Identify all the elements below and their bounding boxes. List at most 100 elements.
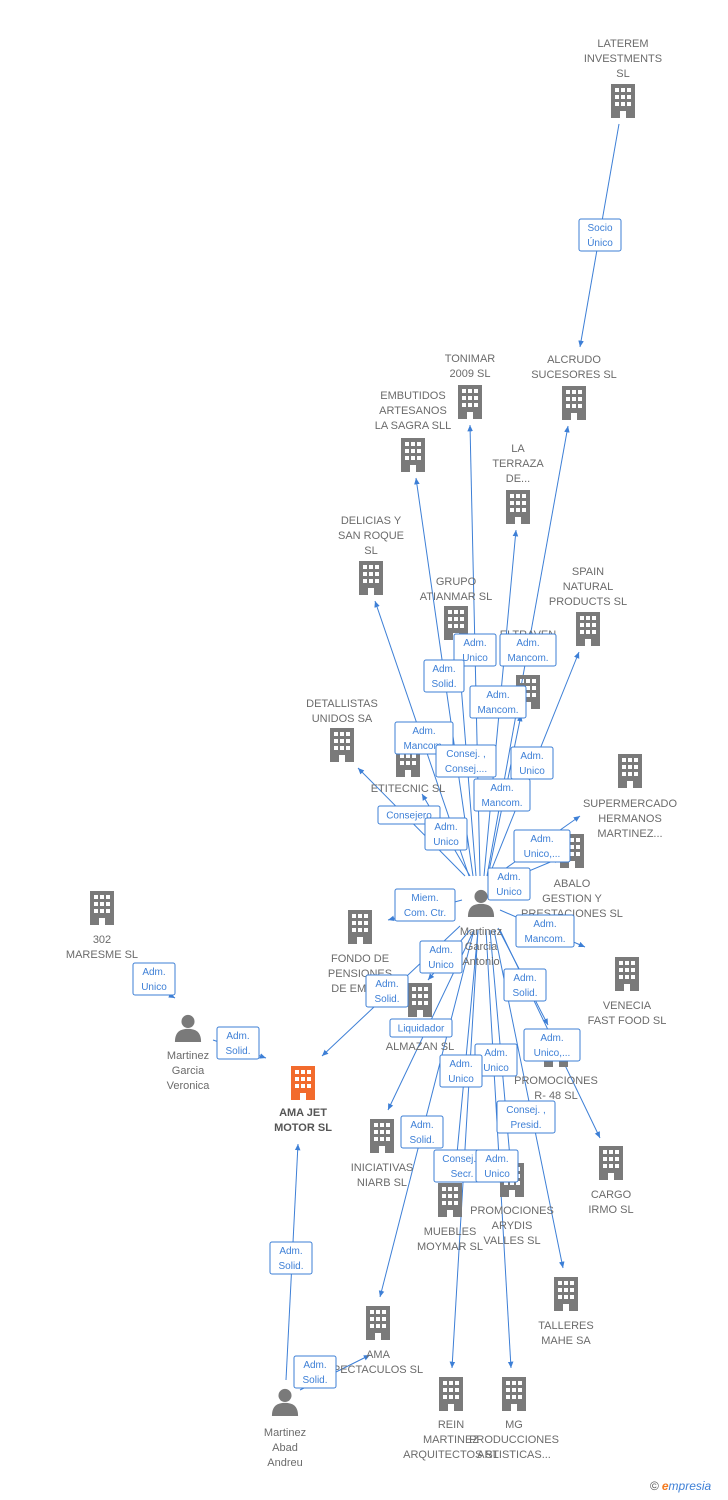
company-icon[interactable]	[366, 1306, 390, 1340]
edge-label-martinezga-detallistas[interactable]: Consejero	[377, 805, 441, 825]
edge-label-box[interactable]	[423, 659, 465, 693]
company-icon[interactable]	[401, 438, 425, 472]
edge-label-box[interactable]	[132, 962, 176, 996]
edge-label-box[interactable]	[293, 1355, 337, 1389]
edge-label-box[interactable]	[394, 888, 456, 922]
node-mg[interactable]: MGPRODUCCIONESARTISTICAS...	[469, 1377, 559, 1461]
company-icon[interactable]	[458, 385, 482, 419]
company-icon[interactable]	[562, 386, 586, 420]
edge-label-martinezga-abalo[interactable]: Adm.Unico	[487, 867, 531, 901]
edge-label-martinezga-eltraven[interactable]: Adm.Mancom.	[473, 778, 531, 812]
company-icon[interactable]	[554, 1277, 578, 1311]
edge-label-martinezga-laterraza[interactable]: Adm.Mancom.	[469, 685, 527, 719]
edge-label-box[interactable]	[216, 1026, 260, 1060]
company-icon[interactable]	[348, 910, 372, 944]
edge-label-martinezga-venecia[interactable]: Adm.Mancom.	[515, 914, 575, 948]
edge-label-martinezga-promr48[interactable]: Adm.Solid.	[503, 968, 547, 1002]
company-icon[interactable]	[408, 983, 432, 1017]
edge-label-box[interactable]	[365, 974, 409, 1008]
edge-label-box[interactable]	[469, 685, 527, 719]
edge-label-box[interactable]	[510, 746, 554, 780]
company-icon[interactable]	[438, 1183, 462, 1217]
person-icon[interactable]	[271, 1388, 299, 1416]
edge-label-box[interactable]	[424, 817, 468, 851]
edge-label-box[interactable]	[439, 1054, 483, 1088]
company-icon[interactable]	[439, 1377, 463, 1411]
edge-label-box[interactable]	[419, 940, 463, 974]
edge-label-box[interactable]	[503, 968, 547, 1002]
edge-label-martinezga-arydis[interactable]: Adm.Unico	[474, 1043, 518, 1077]
company-icon[interactable]	[611, 84, 635, 118]
edge-label-martinezga-cargo[interactable]: Adm.Unico,...	[523, 1028, 581, 1062]
edge-label-box[interactable]	[389, 1018, 453, 1038]
edge-label-martinezga-almazan[interactable]: Adm.Unico	[419, 940, 463, 974]
edge-label-martinezga-iniciativas[interactable]: Liquidador	[389, 1018, 453, 1038]
edge-label-m302-amajet[interactable]: Adm.Unico	[132, 962, 176, 996]
edge-label-box[interactable]	[496, 1100, 556, 1134]
edge-label-veronica-amajet[interactable]: Adm.Solid.	[216, 1026, 260, 1060]
node-supermercado[interactable]: SUPERMERCADOHERMANOSMARTINEZ...	[583, 754, 678, 840]
edge-label-box[interactable]	[453, 633, 497, 667]
edge-label-box[interactable]	[475, 1149, 519, 1183]
edge-label-martinezga-fondo[interactable]: Miem.Com. Ctr.	[394, 888, 456, 922]
edge-label-box[interactable]	[473, 778, 531, 812]
edge-label-box[interactable]	[400, 1115, 444, 1149]
edge-label-martinezga-tonimar[interactable]: Adm.Unico	[453, 633, 497, 667]
edge-label-andreu-ama[interactable]: Adm.Solid.	[293, 1355, 337, 1389]
edge-label-box[interactable]	[269, 1241, 313, 1275]
edge-label-box[interactable]	[513, 829, 571, 863]
node-etitecnic[interactable]: ETITECNIC SL	[371, 743, 446, 795]
edge-label-martinezga-supermercado[interactable]: Adm.Unico,...	[513, 829, 571, 863]
edge-label-martinezga-talleres[interactable]: Consej. ,Presid.	[496, 1100, 556, 1134]
company-icon[interactable]	[506, 490, 530, 524]
edge-label-box[interactable]	[523, 1028, 581, 1062]
edge-label-martinezga-alcrudo[interactable]: Adm.Mancom.	[499, 633, 557, 667]
edge-label-martinezga-embutidos[interactable]: Adm.Solid.	[423, 659, 465, 693]
company-icon[interactable]	[615, 957, 639, 991]
edge-label-martinezga-amajet[interactable]: Adm.Solid.	[365, 974, 409, 1008]
person-icon[interactable]	[174, 1014, 202, 1042]
edge-label-martinezga-muebles[interactable]: Adm.Unico	[439, 1054, 483, 1088]
company-icon[interactable]	[576, 612, 600, 646]
edge-label-box[interactable]	[487, 867, 531, 901]
company-icon[interactable]	[502, 1377, 526, 1411]
company-icon[interactable]	[359, 561, 383, 595]
edge-label-box[interactable]	[515, 914, 575, 948]
company-icon[interactable]	[370, 1119, 394, 1153]
edge-label-andreu-amajet[interactable]: Adm.Solid.	[269, 1241, 313, 1275]
node-laterraza[interactable]: LATERRAZADE...	[492, 443, 544, 524]
company-icon[interactable]	[599, 1146, 623, 1180]
edge-label-box[interactable]	[435, 744, 497, 778]
company-icon[interactable]	[90, 891, 114, 925]
edge-label-box[interactable]	[377, 805, 441, 825]
edge-label-box[interactable]	[578, 218, 622, 252]
edge-label-martinezga-mg[interactable]: Adm.Unico	[475, 1149, 519, 1183]
company-icon[interactable]	[618, 754, 642, 788]
edge-label-box[interactable]	[499, 633, 557, 667]
edge-label-martinezga-grupo[interactable]: Consej. ,Consej....	[435, 744, 497, 778]
focus-company-icon[interactable]	[291, 1066, 315, 1100]
